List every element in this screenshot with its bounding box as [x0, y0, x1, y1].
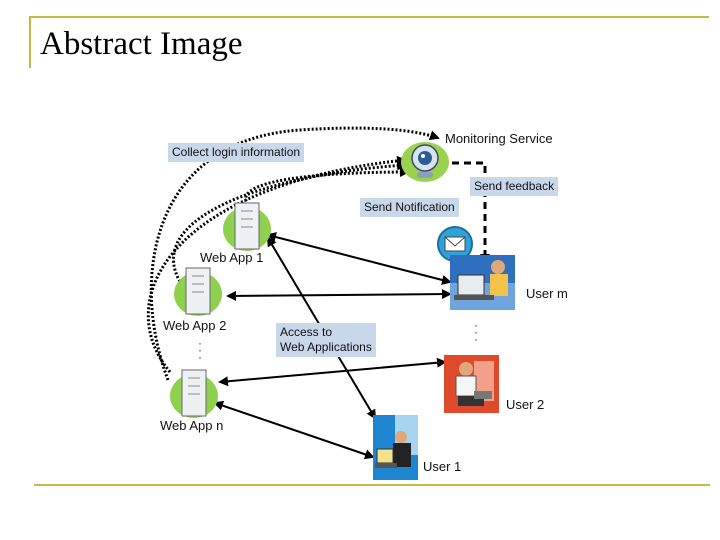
server-icon — [174, 267, 222, 316]
feedback-dashed-line — [440, 161, 490, 264]
user-1-label: User 1 — [423, 459, 462, 474]
line-webapp1-userm — [266, 232, 452, 285]
access-line-2: Web Applications — [280, 340, 372, 354]
user-at-computer-icon — [444, 355, 499, 413]
line-webappn-user2 — [218, 357, 447, 387]
dotted-line-webapp2 — [172, 160, 407, 286]
collect-login-label: Collect login information — [168, 143, 305, 162]
line-webappn-user1 — [213, 400, 375, 460]
send-feedback-label: Send feedback — [470, 177, 559, 196]
user-ellipsis: ··· — [474, 318, 478, 346]
user-m-label: User m — [526, 286, 568, 301]
server-icon — [223, 202, 271, 251]
webcam-icon — [401, 142, 449, 182]
web-app-n-label: Web App n — [160, 418, 224, 433]
slide-title: Abstract Image — [40, 26, 243, 62]
dotted-line-webappn — [146, 155, 407, 373]
web-app-ellipsis: ··· — [198, 336, 202, 364]
send-notification-label: Send Notification — [360, 198, 459, 217]
line-webapp2-userm — [226, 289, 452, 301]
web-app-1-label: Web App 1 — [200, 250, 264, 265]
footer-rule — [34, 484, 710, 486]
monitoring-service-label: Monitoring Service — [445, 131, 553, 146]
user-2-label: User 2 — [506, 397, 545, 412]
access-web-apps-label: Access to Web Applications — [276, 323, 376, 357]
user-at-computer-icon — [373, 415, 418, 480]
user-at-computer-icon — [450, 255, 515, 310]
web-app-2-label: Web App 2 — [163, 318, 227, 333]
access-line-1: Access to — [280, 325, 333, 339]
collection-lines — [146, 126, 440, 381]
title-rule-top — [29, 16, 709, 18]
server-icon — [170, 369, 218, 418]
dotted-line-webapp1 — [244, 167, 410, 206]
envelope-icon — [437, 226, 473, 262]
dotted-line-top — [149, 126, 440, 381]
title-rule-vertical — [29, 16, 31, 68]
